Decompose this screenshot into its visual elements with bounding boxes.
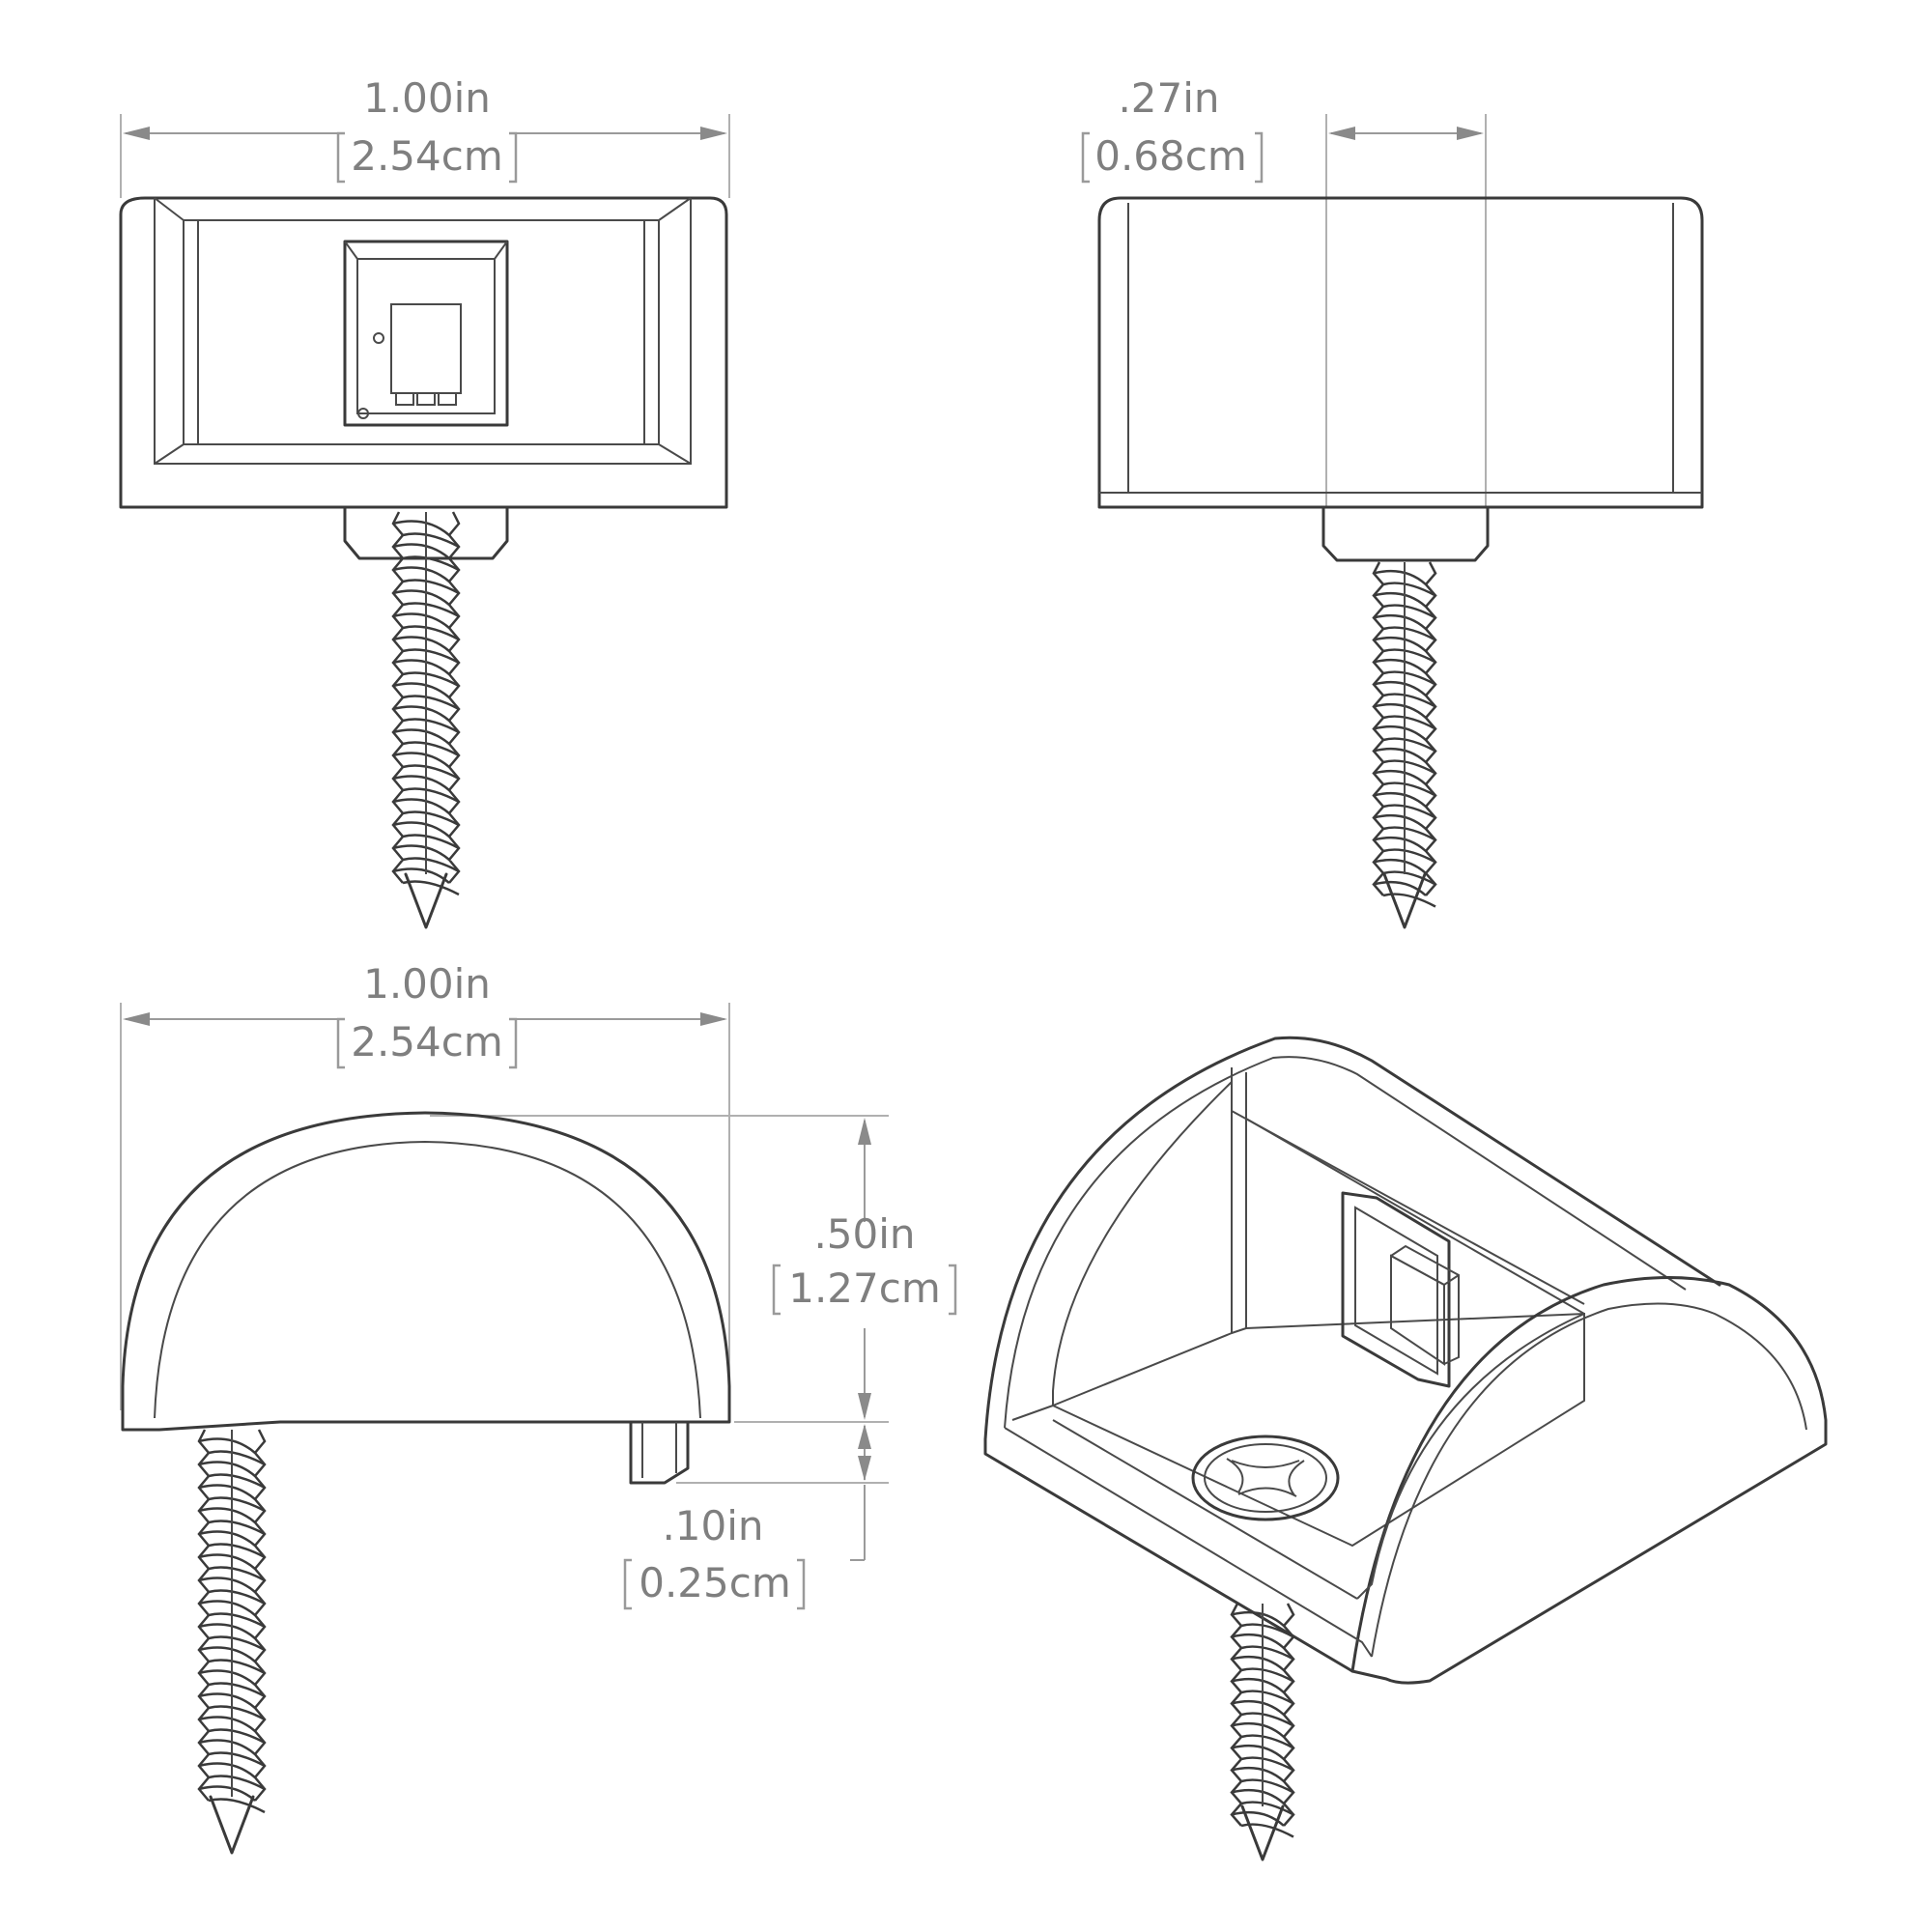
- profile-width-dimension: 1.00in 2.54cm: [120, 960, 730, 1410]
- screw-thread: [1373, 569, 1436, 908]
- front-sensor-window: [343, 240, 509, 427]
- profile-body: [121, 1111, 731, 1485]
- profile-width-metric: 2.54cm: [351, 1018, 503, 1065]
- profile-foot-dimension: .10in 0.25cm: [623, 1424, 871, 1610]
- iso-screw-head: [1191, 1435, 1340, 1521]
- profile-width-imperial: 1.00in: [363, 960, 491, 1008]
- side-screw: [1321, 505, 1490, 929]
- profile-height-metric: 1.27cm: [788, 1264, 941, 1312]
- profile-view: 1.00in 2.54cm .50in 1.27cm .10in: [120, 960, 957, 1855]
- iso-screw: [1230, 1603, 1295, 1861]
- front-view: 1.00in 2.54cm: [119, 74, 730, 929]
- front-body: [119, 196, 728, 509]
- profile-screw: [197, 1429, 267, 1855]
- side-body: [1097, 196, 1704, 509]
- front-width-imperial: 1.00in: [363, 74, 491, 122]
- screw-thread: [198, 1437, 266, 1814]
- front-screw: [343, 505, 509, 929]
- front-width-metric: 2.54cm: [351, 132, 503, 180]
- side-offset-dimension: .27in 0.68cm: [1081, 74, 1487, 507]
- profile-foot-metric: 0.25cm: [639, 1559, 791, 1606]
- profile-height-imperial: .50in: [813, 1210, 915, 1258]
- front-width-dimension: 1.00in 2.54cm: [120, 74, 730, 198]
- iso-sensor-window: [1341, 1191, 1460, 1388]
- profile-height-dimension: .50in 1.27cm: [430, 1115, 957, 1484]
- profile-foot-imperial: .10in: [662, 1502, 763, 1549]
- side-offset-imperial: .27in: [1118, 74, 1219, 122]
- screw-thread: [1231, 1610, 1294, 1838]
- isometric-view: [983, 1036, 1828, 1861]
- side-view: .27in 0.68cm: [1081, 74, 1704, 929]
- side-offset-metric: 0.68cm: [1094, 132, 1247, 180]
- screw-thread: [392, 520, 460, 896]
